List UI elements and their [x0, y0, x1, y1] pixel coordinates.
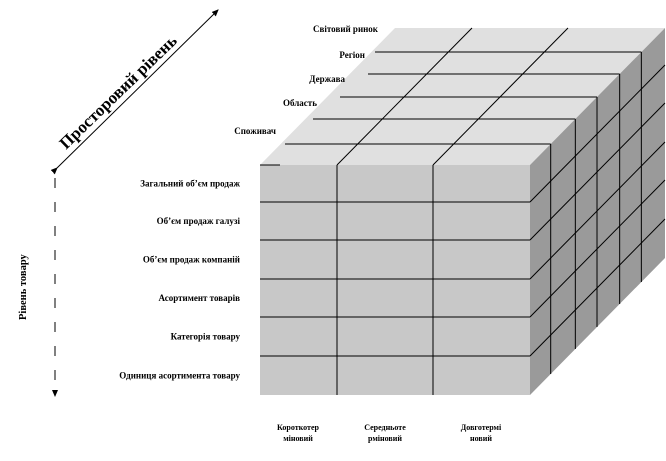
product-level-label: Об’єм продаж компаній: [143, 255, 240, 265]
product-level-label: Об’єм продаж галузі: [157, 216, 241, 226]
spatial-level-label: Споживач: [234, 126, 276, 136]
spatial-axis-title: Просторовий рівень: [56, 31, 181, 153]
product-level-label: Загальний об’єм продаж: [140, 179, 240, 189]
time-level-label-line1: Короткотер: [277, 423, 320, 432]
product-level-label: Асортимент товарів: [158, 293, 240, 303]
product-axis-title: Рівень товару: [18, 253, 29, 320]
spatial-level-label: Область: [283, 98, 317, 108]
cube-front-face: [260, 165, 530, 395]
time-level-label-line1: Середньоте: [364, 423, 406, 432]
product-level-label: Одиниця асортимента товару: [119, 371, 240, 381]
time-level-label-line2: міновий: [283, 434, 313, 443]
time-level-label-line2: новий: [470, 434, 492, 443]
spatial-axis-arrow: [50, 9, 219, 175]
time-level-label-line2: рміновий: [368, 434, 402, 443]
spatial-level-label: Світовий ринок: [313, 24, 379, 34]
time-level-label-line1: Довготермі: [461, 423, 502, 432]
spatial-level-label: Регіон: [339, 50, 365, 60]
product-level-label: Категорія товару: [171, 332, 241, 342]
spatial-level-label: Держава: [309, 74, 345, 84]
